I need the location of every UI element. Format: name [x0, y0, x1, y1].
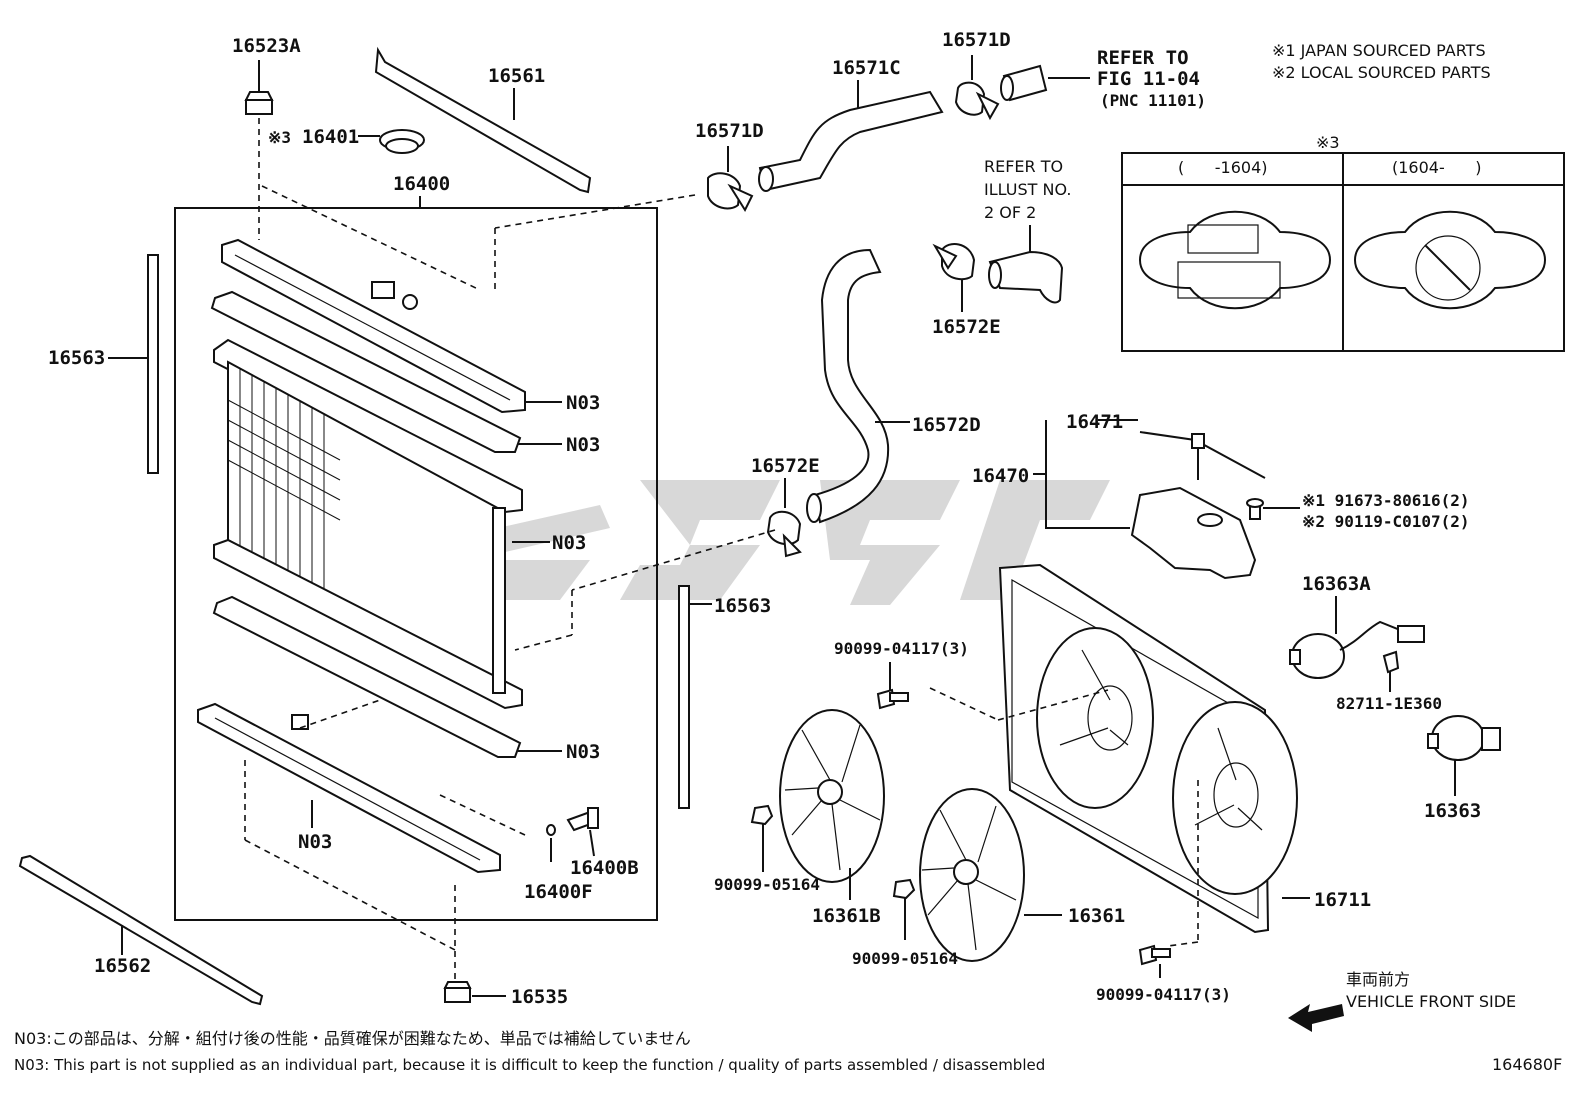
label-bolt-2: ※2 90119-C0107(2)	[1302, 512, 1470, 531]
footnote-en: N03: This part is not supplied as an ind…	[14, 1056, 1045, 1074]
radiator-lower-tank	[197, 702, 501, 874]
label-16400: 16400	[393, 173, 450, 195]
label-bolt-1: ※1 91673-80616(2)	[1302, 491, 1470, 510]
screw-90099-04117-a	[876, 688, 909, 710]
label-16363: 16363	[1424, 800, 1481, 822]
reservoir-bolt	[1246, 498, 1264, 520]
label-n03-2: N03	[566, 434, 600, 456]
inset-right-header: (1604- )	[1392, 158, 1482, 177]
direction-jp: 車両前方	[1346, 970, 1410, 989]
radiator-cap-16401	[379, 129, 425, 154]
label-16563-left: 16563	[48, 347, 105, 369]
fan-16361b	[779, 709, 885, 883]
clamp-16571d-right	[954, 81, 1000, 121]
seal-16563-mid	[678, 585, 690, 809]
label-16572e-top: 16572E	[932, 316, 1001, 338]
label-16572d: 16572D	[912, 414, 981, 436]
refer-illust-line2: ILLUST NO.	[984, 180, 1071, 199]
fan-motor-16363a	[1289, 620, 1425, 679]
label-16563-mid: 16563	[714, 595, 771, 617]
lower-gasket	[212, 595, 522, 758]
inset-mark: ※3	[1316, 133, 1340, 152]
upper-gasket	[210, 290, 522, 453]
legend-japan-sourced: ※1 JAPAN SOURCED PARTS	[1272, 41, 1486, 60]
screw-90099-04117-b	[1138, 944, 1171, 966]
label-n03-3: N03	[552, 532, 586, 554]
nut-90099-05164-a	[750, 804, 774, 826]
label-n03-4: N03	[566, 741, 600, 763]
label-16711: 16711	[1314, 889, 1371, 911]
label-16561: 16561	[488, 65, 545, 87]
part-labels: 16523A 16561 ※3 16401 16400 16563 N03 N0…	[48, 29, 1481, 1008]
drain-cock-16400b	[566, 807, 599, 832]
fan-16361	[919, 788, 1025, 962]
water-outlet-illust-2	[988, 250, 1064, 304]
label-n03-5: N03	[298, 831, 332, 853]
label-90099-04117-a: 90099-04117(3)	[834, 639, 969, 658]
refer-illust-line1: REFER TO	[984, 157, 1063, 176]
label-16400b: 16400B	[570, 857, 639, 879]
clamp-16571d-left	[707, 172, 754, 213]
clamp-16572e-mid	[766, 510, 802, 558]
legend-local-sourced: ※2 LOCAL SOURCED PARTS	[1272, 63, 1491, 82]
seal-16561	[374, 46, 592, 194]
label-16572e-mid: 16572E	[751, 455, 820, 477]
label-16523a: 16523A	[232, 35, 301, 57]
label-16361: 16361	[1068, 905, 1125, 927]
radiator-core	[213, 338, 523, 710]
inset-left-header: ( -1604)	[1178, 158, 1268, 177]
wire-clamp-82711	[1382, 650, 1400, 674]
direction-en: VEHICLE FRONT SIDE	[1346, 992, 1516, 1011]
label-90099-04117-b: 90099-04117(3)	[1096, 985, 1231, 1004]
refer-fig-line1: REFER TO	[1097, 47, 1189, 69]
cushion-16535	[443, 981, 472, 1003]
cap-variant-inset	[1121, 152, 1565, 352]
label-16571d-top: 16571D	[942, 29, 1011, 51]
nut-90099-05164-b	[892, 878, 916, 900]
label-16571c: 16571C	[832, 57, 901, 79]
reservoir-hose-16471	[1139, 431, 1266, 480]
figure-id: 164680F	[1492, 1055, 1562, 1074]
clamp-16572e-top	[932, 243, 976, 281]
o-ring-16400f	[546, 824, 556, 836]
label-n03-1: N03	[566, 392, 600, 414]
seal-16563-left	[147, 254, 159, 474]
fan-motor-16363	[1427, 715, 1501, 761]
refer-fig-line2: FIG 11-04	[1097, 68, 1200, 90]
plug-16523a	[244, 91, 274, 115]
label-16400f: 16400F	[524, 881, 593, 903]
radiator-upper-tank	[221, 238, 526, 414]
label-16363a: 16363A	[1302, 573, 1371, 595]
reservoir-tank-16470	[1130, 486, 1257, 580]
radiator-group-frame	[174, 207, 658, 921]
refer-illust-line3: 2 OF 2	[984, 203, 1036, 222]
label-mark3-16401: ※3	[268, 128, 291, 147]
label-16361b: 16361B	[812, 905, 881, 927]
label-16562: 16562	[94, 955, 151, 977]
label-82711: 82711-1E360	[1336, 694, 1442, 713]
upper-hose-16571c	[758, 90, 944, 192]
front-direction-arrow	[1288, 1004, 1344, 1032]
footnote-jp: N03:この部品は、分解・組付け後の性能・品質確保が困難なため、単品では補給して…	[14, 1029, 691, 1048]
label-16470: 16470	[972, 465, 1029, 487]
seal-16562	[18, 854, 264, 1006]
refer-fig-line3: (PNC 11101)	[1100, 91, 1206, 110]
label-16401: 16401	[302, 126, 359, 148]
label-90099-05164-a: 90099-05164	[714, 875, 820, 894]
fan-shroud-16711	[998, 563, 1298, 934]
label-90099-05164-b: 90099-05164	[852, 949, 958, 968]
label-16535: 16535	[511, 986, 568, 1008]
label-16571d-left: 16571D	[695, 120, 764, 142]
label-16471: 16471	[1066, 411, 1123, 433]
pipe-fig-11-04	[1000, 64, 1048, 102]
